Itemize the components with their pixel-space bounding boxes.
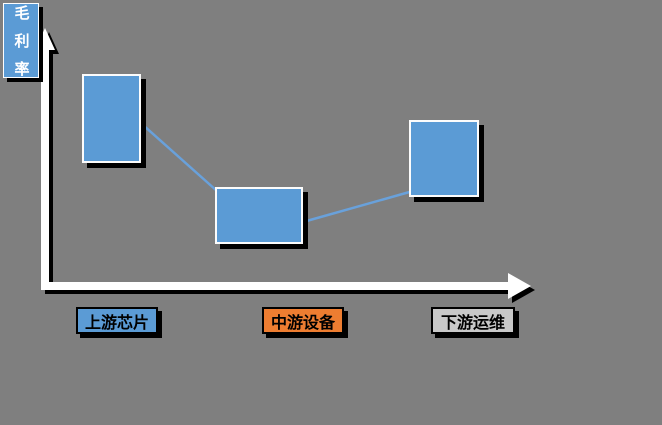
y-axis-title-label: 毛利率 bbox=[12, 5, 29, 89]
category-label-upstream: 上游芯片 bbox=[76, 307, 158, 334]
margin-box-upstream bbox=[82, 74, 141, 163]
y-axis-title-box: 毛利率 bbox=[3, 3, 39, 89]
category-label-midstream-text: 中游设备 bbox=[270, 314, 335, 332]
x-axis-arrow bbox=[41, 273, 531, 299]
margin-box-downstream bbox=[409, 120, 479, 197]
category-label-downstream: 下游运维 bbox=[431, 307, 515, 334]
category-label-downstream-text: 下游运维 bbox=[440, 314, 505, 332]
margin-box-midstream bbox=[215, 187, 303, 244]
connector-line-upstream-midstream bbox=[142, 124, 218, 192]
connector-line-midstream-downstream bbox=[302, 189, 414, 224]
category-label-midstream: 中游设备 bbox=[262, 307, 344, 334]
category-label-upstream-text: 上游芯片 bbox=[84, 314, 149, 332]
y-axis-arrow bbox=[35, 28, 55, 290]
